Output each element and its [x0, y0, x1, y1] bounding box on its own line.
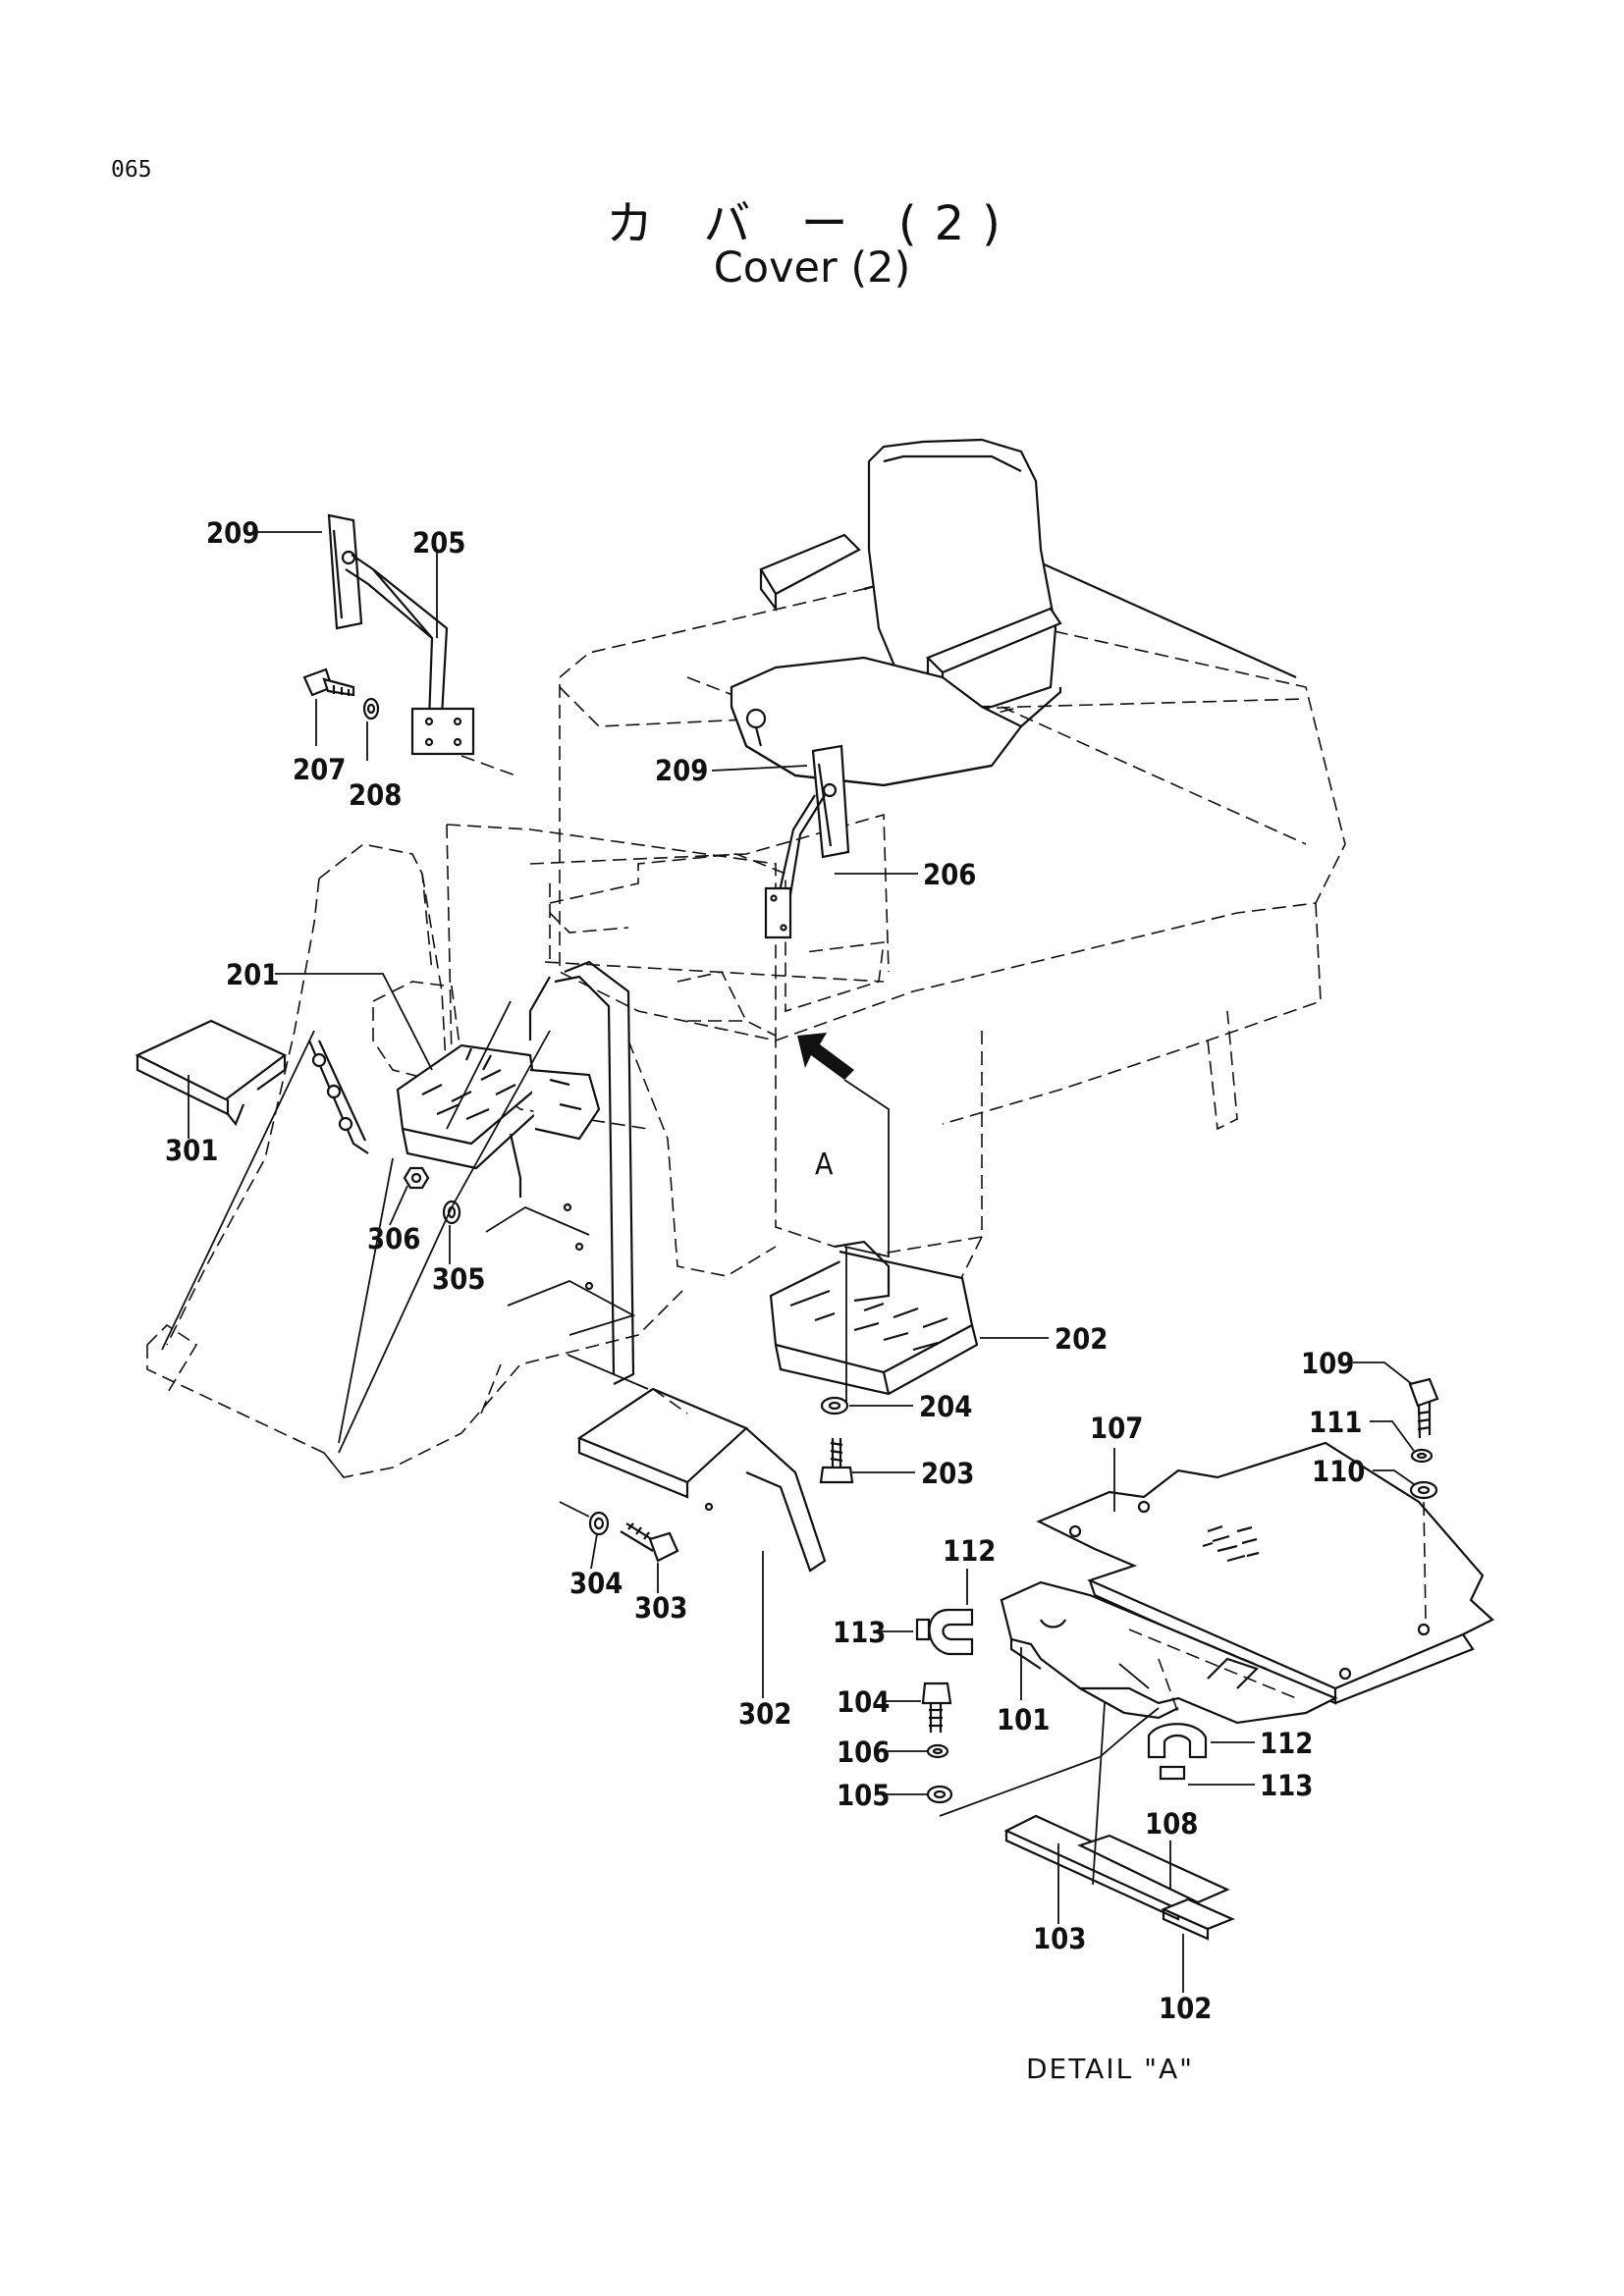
page-number: 065 — [111, 157, 152, 183]
title-english: Cover (2) — [713, 243, 911, 293]
step-201 — [396, 1043, 601, 1198]
callout-111: 111 — [1309, 1406, 1362, 1439]
callout-205: 205 — [412, 526, 465, 560]
bolt-203 — [819, 1438, 854, 1484]
callout-109: 109 — [1301, 1347, 1354, 1380]
bolt-207 — [302, 667, 355, 697]
callout-108: 108 — [1145, 1807, 1198, 1841]
callout-305: 305 — [432, 1262, 485, 1296]
nut-306 — [403, 1166, 430, 1190]
clip-112-top — [928, 1608, 974, 1656]
assembly-lines — [161, 1000, 1160, 1886]
washer-111 — [1410, 1448, 1434, 1464]
mirror-stay-left — [327, 513, 516, 776]
callout-110: 110 — [1312, 1455, 1365, 1488]
callout-102: 102 — [1159, 1992, 1212, 2025]
step-202 — [769, 1240, 979, 1396]
callout-107: 107 — [1090, 1412, 1143, 1445]
callout-302: 302 — [738, 1697, 791, 1731]
operator-seat — [730, 438, 1062, 787]
callout-207: 207 — [293, 753, 346, 786]
callout-201: 201 — [226, 958, 279, 991]
callout-306: 306 — [367, 1222, 420, 1255]
cover-301 — [135, 1019, 369, 1154]
callout-304: 304 — [569, 1567, 623, 1600]
bolt-104 — [921, 1682, 952, 1733]
callout-103: 103 — [1033, 1922, 1086, 1955]
callout-104: 104 — [837, 1685, 890, 1719]
callout-204: 204 — [919, 1390, 972, 1423]
bracket-302 — [528, 960, 827, 1573]
title-japanese: カ バ ー (2) — [606, 196, 1018, 251]
callout-209: 209 — [206, 516, 259, 550]
callout-101: 101 — [997, 1703, 1050, 1736]
callout-112: 112 — [1260, 1727, 1313, 1760]
callout-202: 202 — [1055, 1322, 1108, 1356]
clip-112-bottom — [1147, 1723, 1208, 1759]
callout-301: 301 — [165, 1134, 218, 1167]
callout-113: 113 — [833, 1616, 886, 1649]
view-arrow-a — [797, 1033, 890, 1404]
spacer-113-top — [915, 1618, 931, 1641]
callout-206: 206 — [923, 858, 976, 891]
washer-304 — [588, 1511, 610, 1536]
callout-303: 303 — [634, 1591, 687, 1625]
callout-105: 105 — [837, 1779, 890, 1812]
callout-203: 203 — [921, 1457, 974, 1490]
washer-204 — [820, 1396, 849, 1415]
callout-209: 209 — [655, 754, 708, 787]
washer-106 — [926, 1743, 949, 1759]
callout-labels: 209 205 207 208 209 206 201 301 306 305 … — [165, 516, 1365, 2025]
rubber-strip-108 — [1077, 1834, 1230, 1904]
rubber-strip-102 — [1161, 1897, 1235, 1941]
mirror-stay-right — [764, 744, 850, 939]
callout-112: 112 — [943, 1534, 996, 1568]
washer-105 — [926, 1785, 953, 1804]
callout-208: 208 — [349, 778, 402, 812]
view-marker-a: A — [815, 1148, 834, 1182]
callout-leaders — [188, 531, 1415, 1993]
callout-113: 113 — [1260, 1769, 1313, 1802]
floor-plate-101 — [1000, 1580, 1338, 1725]
bolt-303 — [620, 1522, 679, 1563]
detail-caption: DETAIL "A" — [1026, 2053, 1195, 2085]
callout-106: 106 — [837, 1735, 890, 1769]
washer-208 — [362, 697, 380, 721]
spacer-113-bottom — [1159, 1765, 1186, 1781]
bolt-109 — [1408, 1377, 1439, 1439]
washer-110 — [1409, 1480, 1438, 1500]
